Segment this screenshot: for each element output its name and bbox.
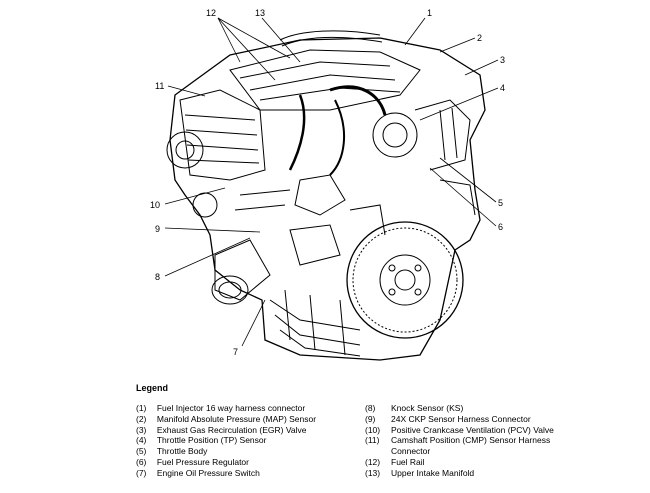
engine-diagram: 1 2 3 4 5 6 7 8 9 10 11 12 13 bbox=[150, 8, 505, 361]
legend-number: (8) bbox=[365, 403, 376, 413]
legend-right-column: (8) Knock Sensor (KS) (9) 24X CKP Sensor H… bbox=[365, 403, 635, 479]
legend-item: (3) Exhaust Gas Recirculation (EGR) Valve bbox=[136, 425, 356, 436]
legend-item: (4) Throttle Position (TP) Sensor bbox=[136, 435, 356, 446]
legend-item: (7) Engine Oil Pressure Switch bbox=[136, 468, 356, 479]
legend-text: Fuel Injector 16 way harness connector bbox=[156, 403, 306, 413]
leader-lines bbox=[164, 17, 499, 347]
legend-item: (12) Fuel Rail bbox=[365, 457, 635, 468]
legend-text: Fuel Rail bbox=[391, 456, 425, 467]
legend-number: (7) bbox=[136, 467, 147, 478]
legend-item: (11) Camshaft Position (CMP) Sensor Harne… bbox=[365, 435, 635, 457]
legend-number: (3) bbox=[136, 424, 147, 435]
legend-text: Positive Crankcase Ventilation (PCV) Val… bbox=[391, 424, 554, 435]
callout-4: 4 bbox=[500, 83, 505, 93]
callout-7: 7 bbox=[233, 347, 238, 357]
callout-13: 13 bbox=[255, 8, 265, 18]
legend-number: (5) bbox=[136, 446, 147, 457]
callout-numbers: 1 2 3 4 5 6 7 8 9 10 11 12 13 bbox=[150, 8, 505, 357]
legend-number: (1) bbox=[136, 403, 147, 413]
legend-text: 24X CKP Sensor Harness Connector bbox=[391, 413, 531, 424]
legend-title: Legend bbox=[136, 383, 169, 393]
legend-text: Engine Oil Pressure Switch bbox=[156, 467, 260, 478]
legend-left-column: (1) Fuel Injector 16 way harness connecto… bbox=[136, 403, 356, 479]
legend-number: (2) bbox=[136, 413, 147, 424]
legend-item: (8) Knock Sensor (KS) bbox=[365, 403, 635, 414]
callout-8: 8 bbox=[155, 272, 160, 282]
legend-text: Exhaust Gas Recirculation (EGR) Valve bbox=[156, 424, 307, 435]
engine-illustration bbox=[166, 30, 486, 361]
callout-5: 5 bbox=[498, 198, 503, 208]
callout-3: 3 bbox=[500, 55, 505, 65]
legend-number: (13) bbox=[365, 467, 381, 478]
legend-item: (1) Fuel Injector 16 way harness connecto… bbox=[136, 403, 356, 414]
legend-number: (4) bbox=[136, 435, 147, 446]
callout-12: 12 bbox=[206, 8, 216, 18]
legend-number: (12) bbox=[365, 456, 381, 467]
callout-1: 1 bbox=[427, 8, 432, 18]
legend-text: Throttle Body bbox=[156, 446, 208, 457]
callout-10: 10 bbox=[150, 200, 160, 210]
legend-text: Knock Sensor (KS) bbox=[391, 403, 464, 413]
callout-9: 9 bbox=[155, 224, 160, 234]
legend-text: Manifold Absolute Pressure (MAP) Sensor bbox=[156, 413, 317, 424]
legend-number: (11) bbox=[365, 435, 380, 446]
legend-number: (10) bbox=[365, 424, 381, 435]
legend-text: Upper Intake Manifold bbox=[391, 467, 475, 478]
legend-text: Camshaft Position (CMP) Sensor Harness C… bbox=[391, 435, 551, 457]
callout-6: 6 bbox=[498, 222, 503, 232]
legend-item: (9) 24X CKP Sensor Harness Connector bbox=[365, 414, 635, 425]
legend-text: Fuel Pressure Regulator bbox=[156, 456, 249, 467]
legend-number: (9) bbox=[365, 413, 376, 424]
legend-text: Throttle Position (TP) Sensor bbox=[156, 435, 267, 446]
legend-item: (6) Fuel Pressure Regulator bbox=[136, 457, 356, 468]
legend-item: (5) Throttle Body bbox=[136, 446, 356, 457]
legend-number: (6) bbox=[136, 456, 147, 467]
legend-item: (2) Manifold Absolute Pressure (MAP) Sens… bbox=[136, 414, 356, 425]
legend-item: (13) Upper Intake Manifold bbox=[365, 468, 635, 479]
legend-item: (10) Positive Crankcase Ventilation (PCV)… bbox=[365, 425, 635, 436]
callout-11: 11 bbox=[155, 81, 164, 91]
callout-2: 2 bbox=[477, 33, 482, 43]
